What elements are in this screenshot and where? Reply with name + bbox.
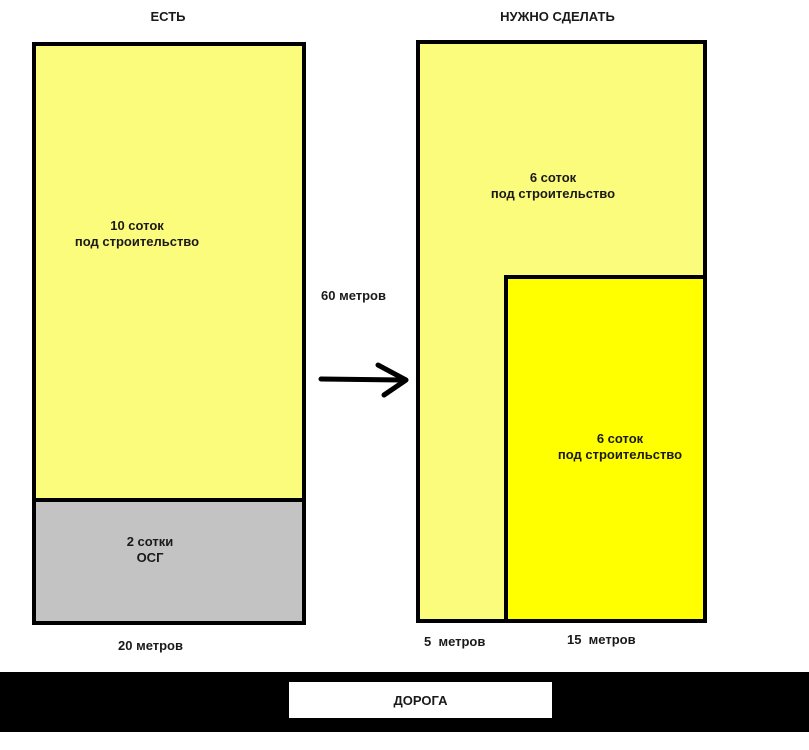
header-target: НУЖНО СДЕЛАТЬ xyxy=(500,9,615,24)
target-width-b-label: 15 метров xyxy=(567,632,636,647)
current-plot-label-line2: под строительство xyxy=(74,234,200,249)
target-plot-a-line1: 6 соток xyxy=(529,170,577,185)
target-plot-a-line2: под строительство xyxy=(490,186,616,201)
current-osg-label-line2: ОСГ xyxy=(136,550,164,565)
current-osg-label-line1: 2 сотки xyxy=(126,534,174,549)
target-plot-a-label: 6 соток под строительство xyxy=(478,170,628,202)
target-width-a-label: 5 метров xyxy=(424,634,486,649)
current-width-label: 20 метров xyxy=(118,638,183,653)
current-osg-label: 2 сотки ОСГ xyxy=(110,534,190,566)
target-plot-b-line1: 6 соток xyxy=(596,431,644,446)
header-current: ЕСТЬ xyxy=(150,9,186,24)
target-plot-b-label: 6 соток под строительство xyxy=(545,431,695,463)
target-plot-b-line2: под строительство xyxy=(557,447,683,462)
road-label: ДОРОГА xyxy=(393,692,448,708)
length-label: 60 метров xyxy=(321,288,386,303)
target-inner-plot xyxy=(504,275,707,623)
arrow-right-icon xyxy=(318,362,409,398)
current-plot-label-line1: 10 соток xyxy=(110,218,164,233)
current-plot-label: 10 соток под строительство xyxy=(62,218,212,250)
road-label-box: ДОРОГА xyxy=(289,682,552,718)
current-osg-plot xyxy=(32,498,306,625)
